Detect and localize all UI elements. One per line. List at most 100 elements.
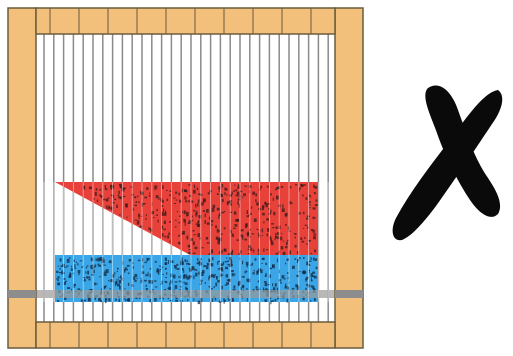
texture-fleck [106,205,107,208]
texture-fleck [216,237,219,240]
texture-fleck [187,299,188,301]
texture-fleck [191,201,193,203]
texture-fleck [197,203,198,207]
texture-fleck [179,216,181,217]
texture-fleck [295,245,297,248]
texture-fleck [184,259,186,262]
texture-fleck [316,199,318,201]
texture-fleck [146,214,147,216]
texture-fleck [232,273,234,277]
texture-fleck [148,280,150,283]
texture-fleck [283,252,286,256]
texture-fleck [156,209,157,211]
texture-fleck [262,207,264,211]
texture-fleck [312,275,315,277]
texture-fleck [251,233,254,234]
texture-fleck [194,185,195,189]
texture-fleck [115,299,117,301]
texture-fleck [150,274,151,278]
texture-fleck [133,301,134,302]
texture-fleck [273,287,275,290]
texture-fleck [292,266,295,269]
texture-fleck [114,272,115,274]
texture-fleck [105,185,106,188]
texture-fleck [314,298,316,301]
texture-fleck [289,250,291,254]
texture-fleck [217,208,220,211]
texture-fleck [155,261,157,263]
texture-fleck [223,262,224,265]
texture-fleck [302,271,304,273]
texture-fleck [212,298,213,302]
texture-fleck [154,298,157,302]
texture-fleck [149,195,150,197]
texture-fleck [313,185,315,188]
texture-fleck [75,267,76,270]
texture-fleck [157,220,158,223]
texture-fleck [138,260,140,262]
texture-fleck [59,272,61,273]
texture-fleck [117,271,118,272]
texture-fleck [275,233,276,237]
texture-fleck [135,220,138,221]
texture-fleck [207,263,209,265]
texture-fleck [272,300,275,302]
texture-fleck [131,194,134,195]
texture-fleck [184,274,186,277]
texture-fleck [201,247,204,248]
texture-fleck [303,257,305,259]
texture-fleck [185,200,187,202]
texture-fleck [295,184,297,185]
texture-fleck [182,211,183,213]
texture-fleck [164,221,166,224]
texture-fleck [134,205,137,206]
texture-fleck [159,266,161,267]
texture-fleck [303,212,305,214]
texture-fleck [108,206,110,210]
texture-fleck [187,236,189,240]
texture-fleck [98,298,101,301]
texture-fleck [252,263,254,266]
texture-fleck [309,261,312,262]
texture-fleck [262,258,265,260]
texture-fleck [206,265,208,269]
texture-fleck [136,278,138,279]
texture-fleck [218,241,221,244]
texture-fleck [193,234,196,235]
texture-fleck [94,198,95,200]
texture-fleck [128,283,129,286]
texture-fleck [164,281,166,282]
texture-fleck [252,192,255,195]
texture-fleck [311,285,313,287]
texture-fleck [123,188,126,189]
texture-fleck [145,218,147,219]
texture-fleck [116,279,119,280]
texture-fleck [196,223,197,225]
texture-fleck [312,217,315,219]
texture-fleck [118,195,120,197]
texture-fleck [310,300,312,301]
texture-fleck [158,272,160,274]
texture-fleck [185,223,186,226]
texture-fleck [116,205,118,208]
texture-fleck [142,265,143,268]
texture-fleck [256,286,258,289]
texture-fleck [258,281,259,283]
texture-fleck [286,213,287,216]
texture-fleck [262,229,263,233]
texture-fleck [226,194,227,196]
texture-fleck [316,267,318,269]
texture-fleck [69,257,70,259]
texture-fleck [277,288,278,291]
texture-fleck [163,229,166,231]
texture-fleck [84,279,86,281]
texture-fleck [198,220,199,222]
texture-fleck [211,220,214,222]
texture-fleck [184,210,186,214]
texture-fleck [95,192,97,196]
texture-fleck [147,272,148,276]
texture-fleck [134,196,136,198]
texture-fleck [175,220,177,221]
texture-fleck [176,200,178,201]
texture-fleck [125,299,126,301]
